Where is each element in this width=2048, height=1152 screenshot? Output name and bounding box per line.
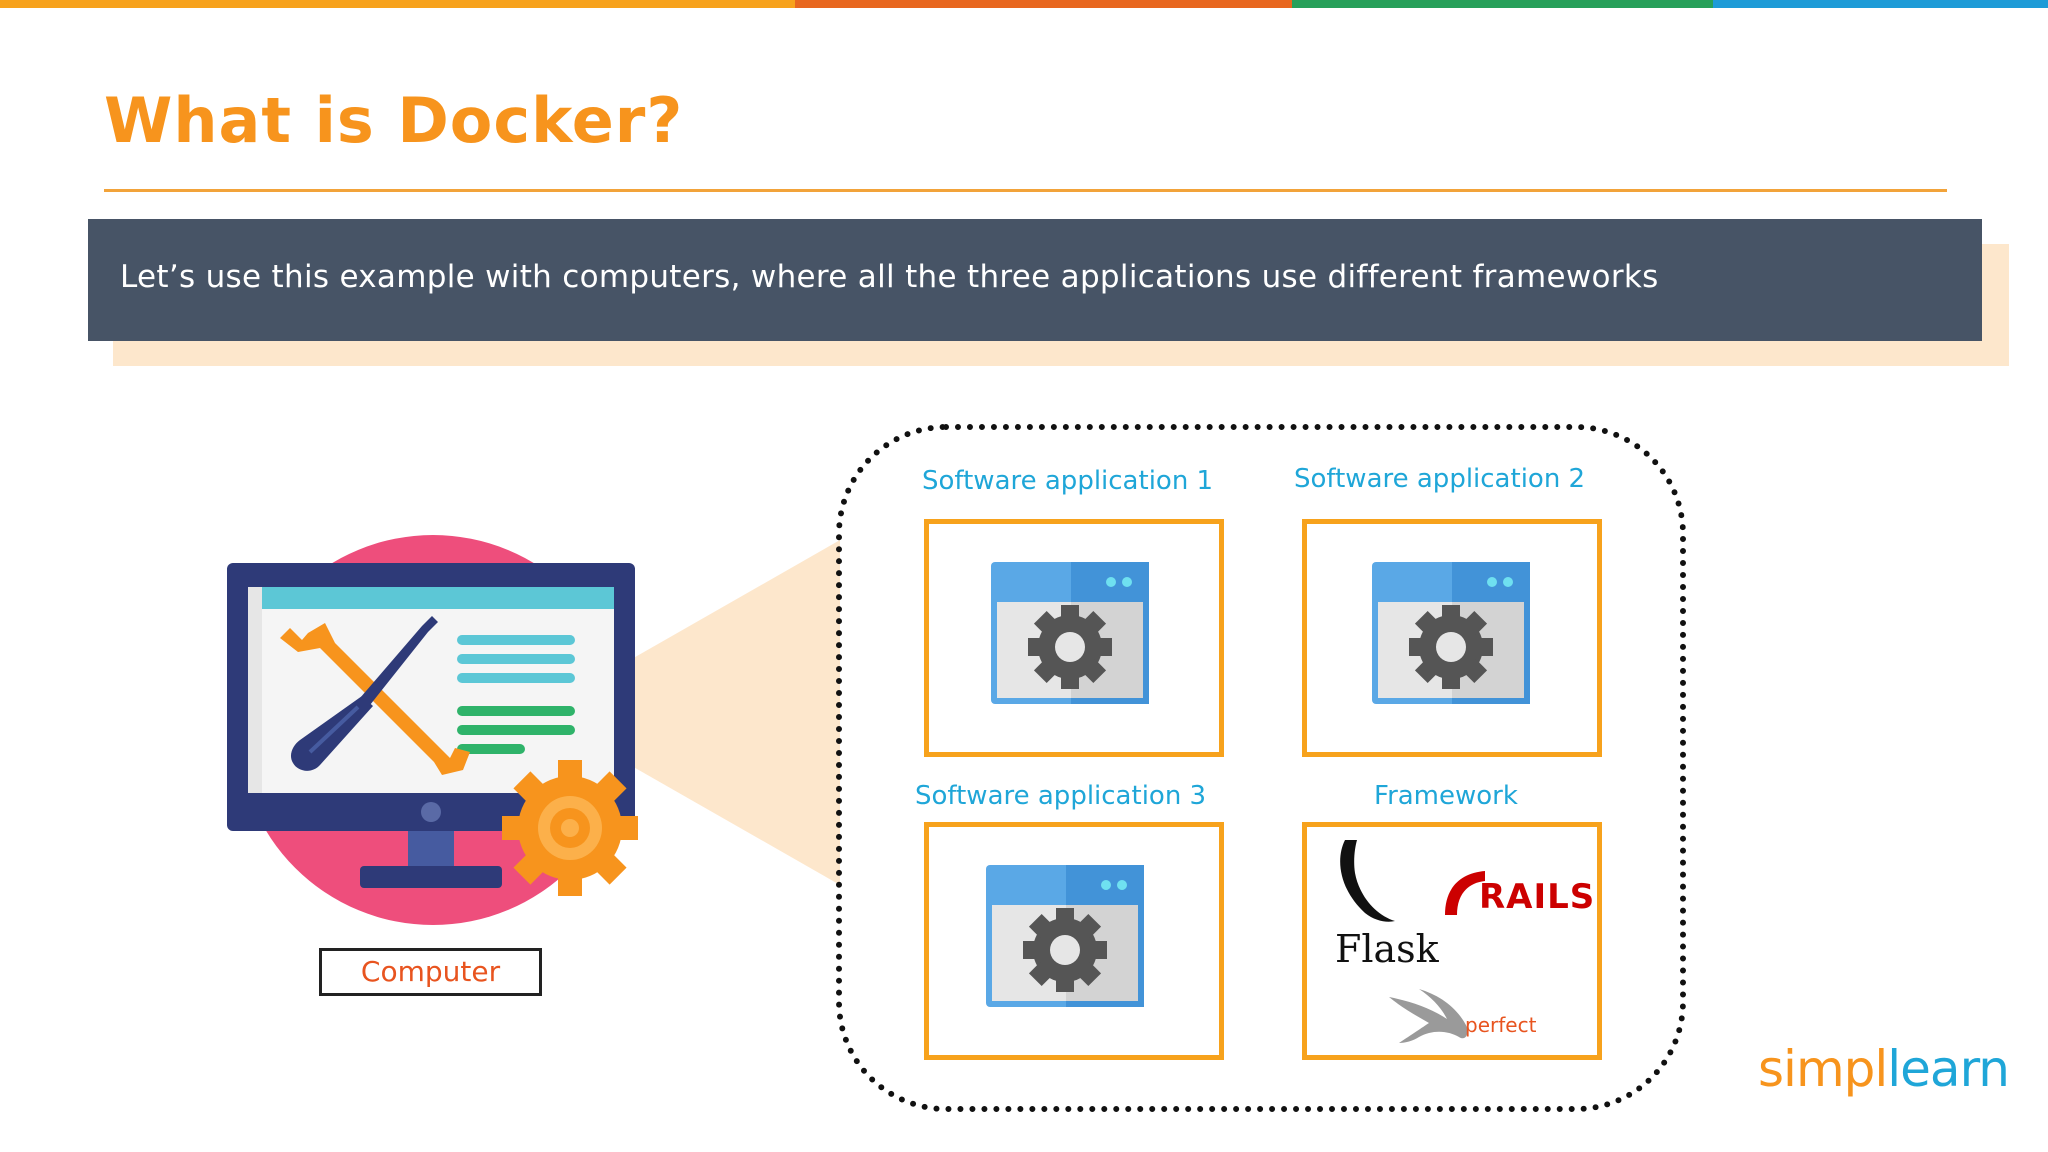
top-color-bar [0, 0, 2048, 8]
top-bar-segment-red [795, 0, 1292, 8]
text-lines-icon [457, 635, 575, 754]
slide-title: What is Docker? [104, 84, 684, 157]
app-window-gear-icon [986, 865, 1144, 1007]
container-boundary [836, 424, 1686, 1112]
wrench-icon [280, 623, 470, 775]
flask-horn-icon [1340, 840, 1395, 922]
gear-icon [502, 760, 638, 896]
top-bar-segment-orange [0, 0, 795, 8]
perfect-logo: perfect [1465, 1013, 1537, 1037]
box-label-app-3: Software application 3 [915, 781, 1207, 811]
rails-logo: RAILS [1479, 877, 1596, 917]
box-label-app-2: Software application 2 [1294, 464, 1586, 494]
perfect-swift-bird-icon [1389, 989, 1468, 1043]
box-label-app-1: Software application 1 [922, 466, 1214, 496]
app-window-gear-icon [991, 562, 1149, 704]
banner: Let’s use this example with computers, w… [88, 219, 1982, 341]
computer-label: Computer [319, 948, 542, 996]
computer-illustration [227, 535, 638, 925]
app-box-2 [1302, 519, 1602, 757]
top-bar-segment-green [1292, 0, 1713, 8]
logo-part-1: simpl [1758, 1040, 1888, 1098]
logo-part-2: learn [1887, 1040, 2010, 1098]
flask-logo: Flask [1335, 927, 1439, 971]
rails-arc-icon [1445, 871, 1485, 915]
connector-beam [630, 540, 840, 885]
app-box-1 [924, 519, 1224, 757]
top-bar-segment-blue [1713, 0, 2048, 8]
app-window-gear-icon [1372, 562, 1530, 704]
title-divider [104, 189, 1947, 192]
banner-text: Let’s use this example with computers, w… [120, 259, 1659, 295]
app-box-3 [924, 822, 1224, 1060]
framework-box: Flask RAILS perfect [1302, 822, 1602, 1060]
simplilearn-logo: simpllearn [1758, 1040, 2010, 1098]
box-label-framework: Framework [1374, 781, 1518, 811]
screwdriver-icon [290, 616, 438, 771]
